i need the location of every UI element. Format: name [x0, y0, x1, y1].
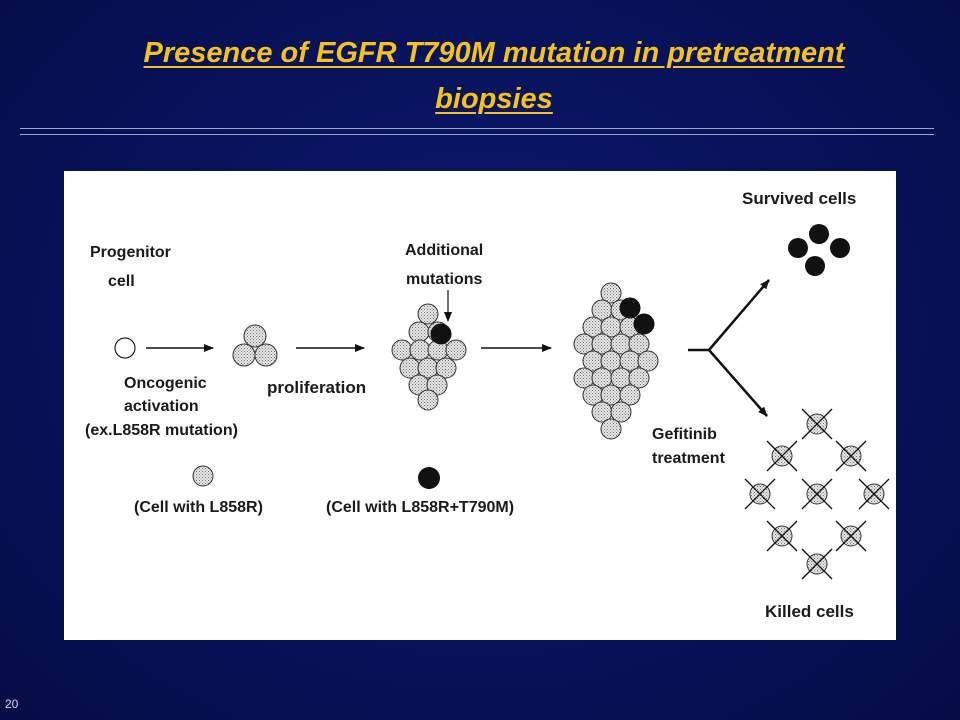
l858r-cell	[628, 333, 650, 355]
cross-mark	[766, 440, 798, 472]
label-oncogenic-3: (ex.L858R mutation)	[85, 422, 238, 439]
cross-mark	[801, 478, 833, 510]
l858r-cell	[637, 350, 659, 372]
l858r-cell	[417, 303, 439, 325]
l858r-cell	[628, 367, 650, 389]
l858r-cell	[408, 321, 430, 343]
l858r-cell	[435, 357, 457, 379]
l858r-cell	[445, 339, 467, 361]
figure-canvas: Progenitor cell Additional mutations Sur…	[85, 189, 890, 621]
label-proliferation: proliferation	[267, 378, 366, 397]
t790m-cell	[619, 297, 641, 319]
label-oncogenic-1: Oncogenic	[124, 375, 207, 392]
legend-marker-l858r	[192, 465, 214, 487]
label-gefitinib-2: treatment	[652, 450, 726, 467]
l858r-cell	[409, 339, 431, 361]
cross-mark	[766, 520, 798, 552]
cluster-three-cells	[232, 324, 278, 367]
t790m-cell	[633, 313, 655, 335]
l858r-cell	[610, 401, 632, 423]
cluster-large	[573, 282, 659, 440]
title-divider	[20, 128, 934, 135]
l858r-cell	[600, 282, 622, 304]
t790m-cell	[430, 323, 452, 345]
cross-mark	[744, 478, 776, 510]
killed-cells	[744, 408, 890, 580]
title-line-1: Presence of EGFR T790M mutation in pretr…	[143, 37, 845, 69]
cross-mark	[835, 440, 867, 472]
arrow-survived	[708, 279, 770, 351]
arrow-killed	[708, 349, 768, 417]
mutation-figure: Progenitor cell Additional mutations Sur…	[64, 171, 896, 640]
progenitor-cell	[114, 337, 136, 359]
slide-title: Presence of EGFR T790M mutation in pretr…	[40, 30, 948, 122]
cross-mark	[858, 478, 890, 510]
label-progenitor-2: cell	[108, 273, 135, 290]
label-gefitinib-1: Gefitinib	[652, 426, 717, 443]
l858r-cell	[417, 389, 439, 411]
cross-mark	[835, 520, 867, 552]
label-additional-2: mutations	[406, 271, 483, 288]
label-additional-1: Additional	[405, 242, 483, 259]
legend-label-l858r: (Cell with L858R)	[134, 499, 263, 516]
label-survived-cells: Survived cells	[742, 189, 856, 208]
title-line-2: biopsies	[435, 83, 553, 115]
survived-cells	[788, 224, 850, 276]
cross-mark	[801, 548, 833, 580]
l858r-cell	[391, 339, 413, 361]
slide-number: 20	[5, 697, 19, 711]
l858r-cell	[600, 418, 622, 440]
label-killed-cells: Killed cells	[765, 602, 854, 621]
cross-mark	[801, 408, 833, 440]
cluster-diamond	[391, 303, 467, 411]
label-progenitor-1: Progenitor	[90, 244, 171, 261]
legend-marker-t790m	[418, 467, 440, 489]
legend-label-t790m: (Cell with L858R+T790M)	[326, 499, 514, 516]
l858r-cell	[619, 384, 641, 406]
label-oncogenic-2: activation	[124, 398, 199, 415]
